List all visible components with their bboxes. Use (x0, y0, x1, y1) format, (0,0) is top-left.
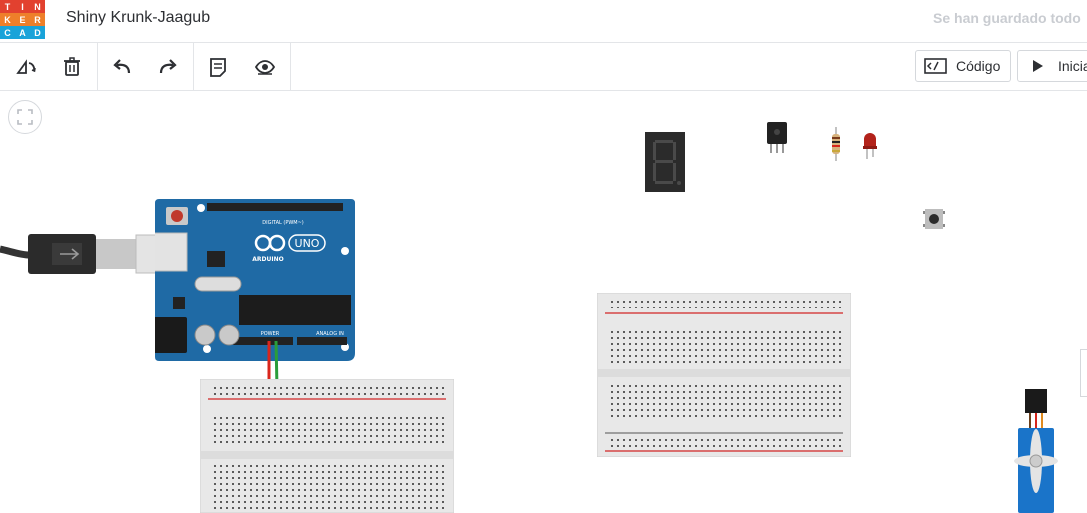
breadboard-right[interactable] (597, 293, 851, 457)
logo-letter: T (0, 0, 15, 13)
code-button-label: Código (956, 58, 1001, 74)
visibility-button[interactable] (243, 43, 287, 90)
redo-button[interactable] (146, 43, 190, 90)
toolbar-divider (193, 43, 194, 90)
tinkercad-logo[interactable]: T I N K E R C A D (0, 0, 45, 40)
push-button[interactable] (923, 207, 945, 231)
board-name: UNO (295, 237, 320, 250)
board-brand: ARDUINO (252, 256, 283, 263)
undo-icon (113, 58, 131, 73)
zoom-to-fit-button[interactable] (8, 100, 42, 134)
seven-segment-display[interactable] (645, 132, 685, 192)
panel-toggle[interactable] (1080, 349, 1087, 397)
rotate-button[interactable] (4, 43, 48, 90)
play-icon (1033, 60, 1043, 72)
usb-cable[interactable] (0, 221, 160, 281)
servo-motor[interactable] (1012, 386, 1062, 513)
design-title[interactable]: Shiny Krunk-Jaagub (66, 9, 211, 26)
circuit-canvas[interactable]: UNO ARDUINO DIGITAL (PWM~) POWER ANALOG … (0, 91, 1087, 513)
digital-header-label: DIGITAL (PWM~) (262, 220, 304, 226)
code-icon (924, 58, 947, 74)
visibility-icon (254, 59, 276, 75)
logo-letter: A (15, 26, 30, 39)
toolbar: Código Iniciar (0, 43, 1087, 91)
start-button-label: Iniciar (1058, 58, 1087, 74)
save-status: Se han guardado todo (933, 10, 1081, 26)
start-simulation-button[interactable]: Iniciar (1017, 50, 1087, 82)
redo-icon (159, 58, 177, 73)
rotate-icon (16, 58, 36, 74)
red-led[interactable] (862, 133, 878, 159)
toolbar-divider (290, 43, 291, 90)
delete-button[interactable] (50, 43, 94, 90)
logo-letter: I (15, 0, 30, 13)
toolbar-divider (97, 43, 98, 90)
resistor[interactable] (830, 127, 842, 161)
logo-letter: N (30, 0, 45, 13)
logo-letter: E (15, 13, 30, 26)
notes-icon (210, 57, 226, 77)
analog-header-label: ANALOG IN (316, 331, 344, 337)
logo-letter: K (0, 13, 15, 26)
logo-letter: R (30, 13, 45, 26)
undo-button[interactable] (100, 43, 144, 90)
logo-letter: D (30, 26, 45, 39)
trash-icon (64, 56, 80, 76)
logo-letter: C (0, 26, 15, 39)
top-bar: T I N K E R C A D Shiny Krunk-Jaagub Se … (0, 0, 1087, 43)
usb-icon (60, 248, 80, 260)
arduino-uno-board[interactable]: UNO ARDUINO DIGITAL (PWM~) POWER ANALOG … (134, 199, 355, 361)
code-button[interactable]: Código (915, 50, 1011, 82)
ir-receiver[interactable] (766, 122, 788, 154)
fit-view-icon (17, 109, 33, 125)
notes-button[interactable] (196, 43, 240, 90)
breadboard-left[interactable] (200, 379, 454, 513)
power-header-label: POWER (261, 331, 280, 337)
